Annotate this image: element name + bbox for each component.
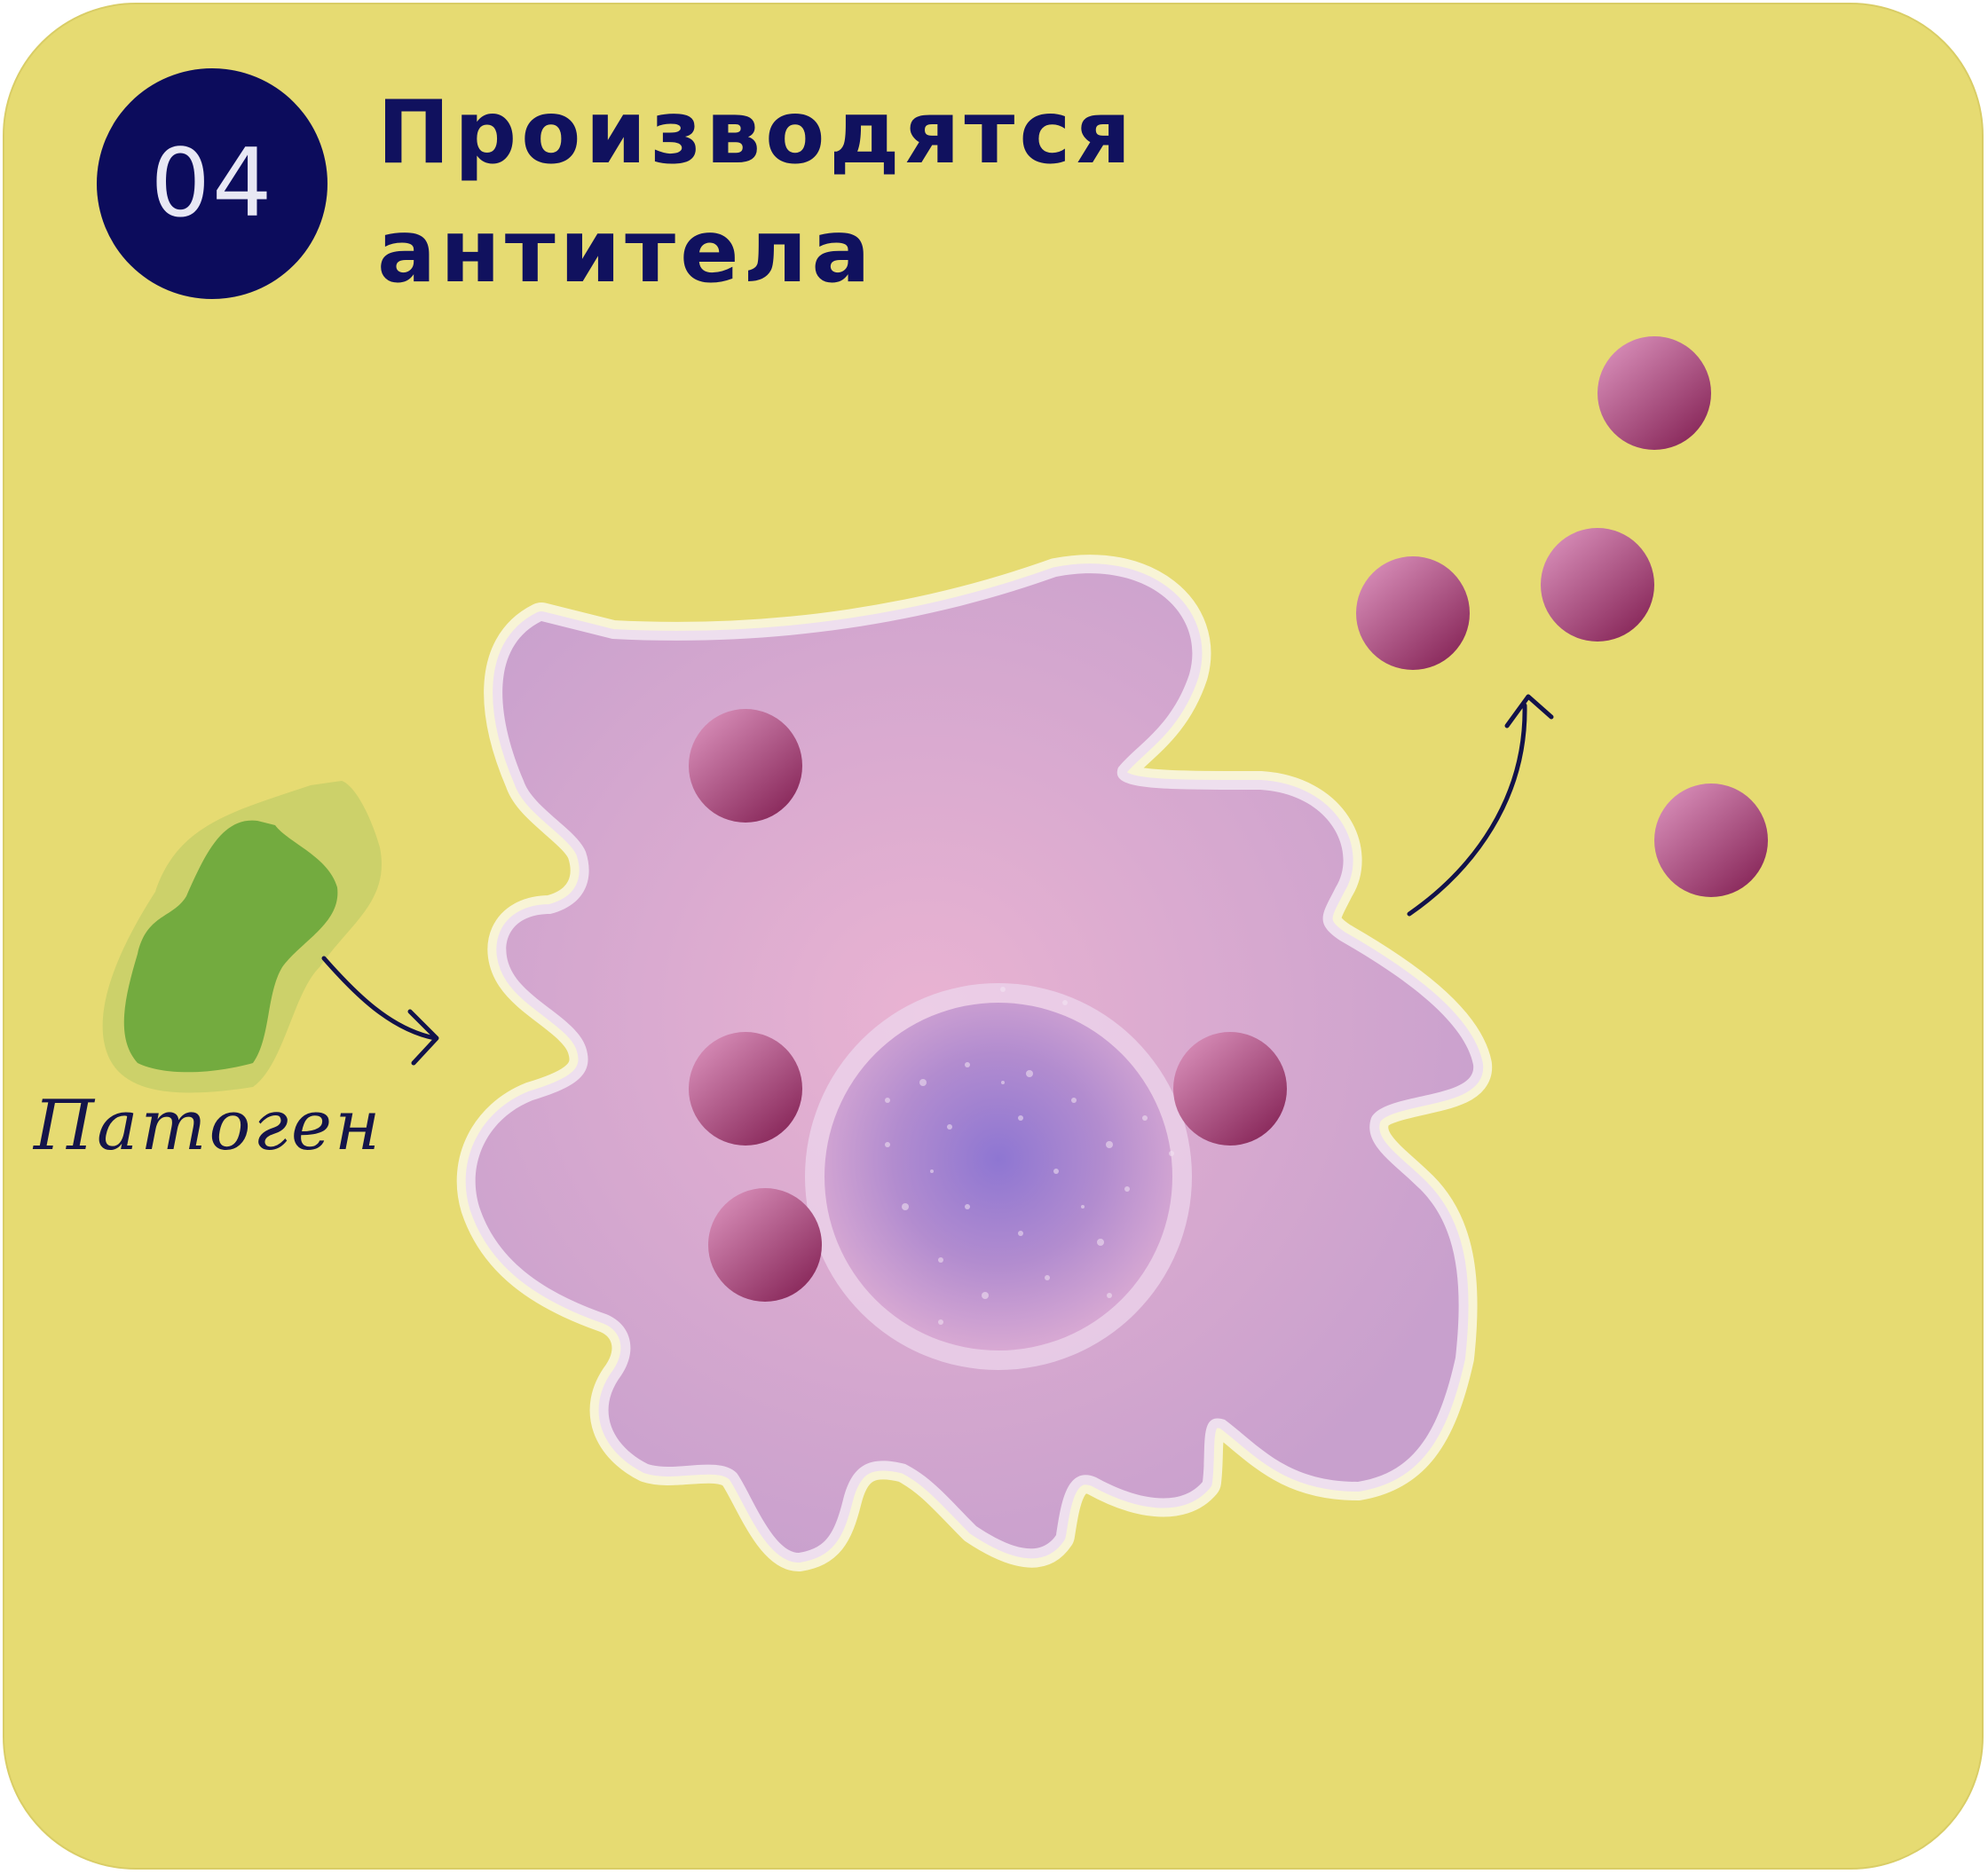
- arrow-icon-head: [407, 1009, 439, 1066]
- arrow-to-cell: [321, 956, 439, 1066]
- pathogen-body: [123, 820, 338, 1073]
- released-antibodies: [1356, 336, 1768, 897]
- antibody: [1541, 528, 1654, 642]
- antibody: [1598, 336, 1711, 450]
- arrow-icon: [321, 956, 438, 1041]
- plasma-cell: [456, 555, 1492, 1571]
- antibody: [708, 1188, 822, 1302]
- antibody: [1654, 783, 1768, 897]
- antibody: [1356, 556, 1470, 670]
- title-line-1: Производятся: [377, 83, 1136, 184]
- diagram-title: Производятся антитела: [377, 74, 1353, 311]
- arrow-release: [1407, 694, 1554, 917]
- antibody: [1173, 1032, 1287, 1146]
- nucleus-speckles: [885, 987, 1174, 1325]
- pathogen: [102, 781, 382, 1093]
- step-number: 04: [150, 129, 274, 238]
- antibody: [689, 709, 802, 823]
- step-badge: 04: [97, 68, 327, 299]
- pathogen-label: Патоген: [34, 1086, 383, 1166]
- arrow-icon-head: [1504, 694, 1554, 728]
- arrow-icon: [1407, 703, 1527, 917]
- nucleus: [824, 1003, 1172, 1350]
- title-line-2: антитела: [377, 201, 875, 303]
- antibody: [689, 1032, 802, 1146]
